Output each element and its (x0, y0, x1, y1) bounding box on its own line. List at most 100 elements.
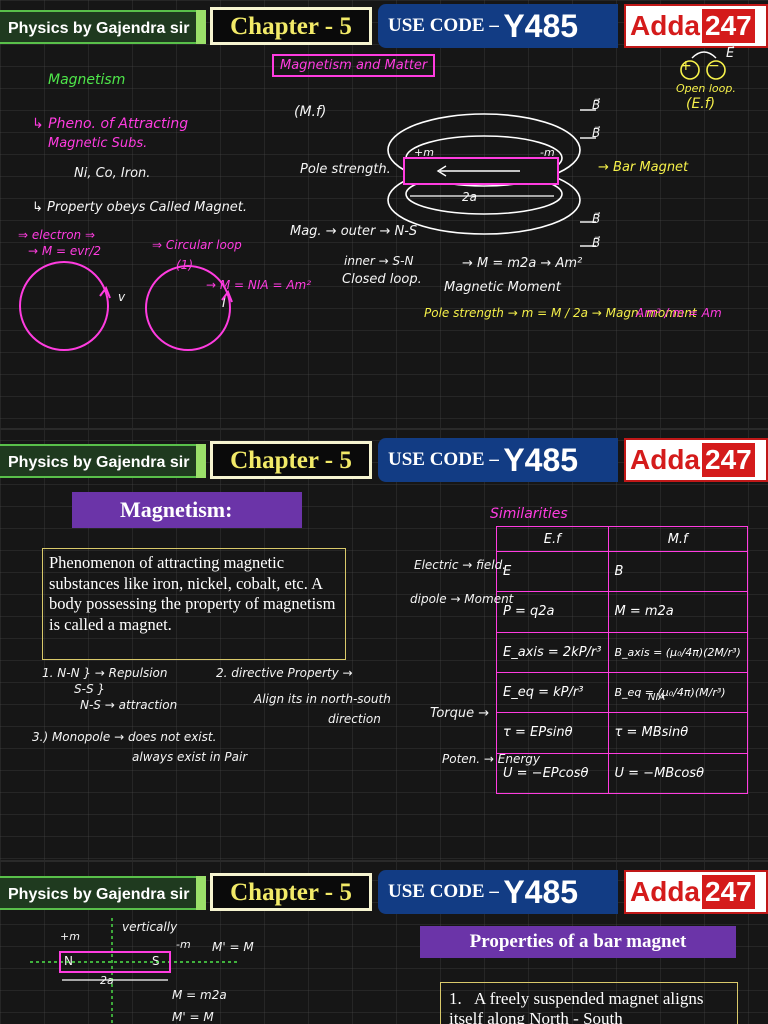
current-loop-circle (145, 265, 231, 351)
note-electron: ⇒ electron ⇒ (18, 228, 96, 242)
chapter-label: Chapter - 5 (210, 441, 372, 479)
internal-arrow-head-icon (436, 165, 447, 177)
promo-code-banner: USE CODE – Y485 (378, 870, 618, 914)
note-b-vector-2: B⃗ (592, 126, 601, 140)
table-cell: E_eq = kP/r³ (496, 671, 609, 714)
note-bar-magnet: → Bar Magnet (598, 160, 689, 175)
note-closed-loop: Closed loop. (342, 272, 422, 287)
table-cell: E_axis = 2kP/r³ (496, 631, 609, 673)
slide-header: Physics by Gajendra sir Chapter - 5 USE … (0, 866, 768, 916)
slide-magnetism-and-matter: Physics by Gajendra sir Chapter - 5 USE … (0, 0, 768, 420)
efield-arc (691, 51, 717, 59)
note-loop-number: (1) (176, 258, 193, 272)
note-item1-attraction: N-S → attraction (80, 698, 178, 712)
slide3-drawings (30, 918, 240, 1024)
note-item1-repulsion: 1. N-N } → Repulsion (42, 666, 168, 680)
note-plus-m: +m (414, 146, 434, 159)
brand-label: Physics by Gajendra sir (0, 876, 204, 910)
note-m-nia: → M = NIA = Am² (206, 278, 312, 292)
note-magnetic-subs: Magnetic Subs. (48, 136, 148, 151)
note-minus-m: -m (176, 938, 191, 951)
promo-code-banner: USE CODE – Y485 (378, 4, 618, 48)
definition-box: Phenomenon of attracting magnetic substa… (42, 548, 346, 660)
note-item2-align: Align its in north-south (254, 692, 391, 706)
promo-code-value: Y485 (503, 442, 579, 478)
note-length-2a: 2a (462, 190, 477, 204)
note-pole-strength-eq: Pole strength → m = M / 2a → Magn. momen… (424, 306, 697, 320)
note-open-loop: Open loop. (676, 82, 736, 95)
row-label-potential-energy: Poten. → Energy (442, 752, 540, 766)
note-item2-directive: 2. directive Property → (216, 666, 353, 680)
slide-magnetism-definition: Physics by Gajendra sir Chapter - 5 USE … (0, 434, 768, 834)
note-b-vector-3: B⃗ (592, 212, 601, 226)
row-label-electric-field: Electric → field. (414, 558, 507, 572)
slide1-drawings (19, 51, 726, 351)
note-m-prime: M' = M (212, 940, 254, 954)
note-inner: inner → S-N (344, 254, 414, 268)
table-header: M.f (607, 526, 748, 552)
note-velocity-label: v (118, 290, 126, 304)
note-b-vector-4: B⃗ (592, 236, 601, 250)
adda-logo-text: Adda (630, 10, 700, 41)
chapter-label: Chapter - 5 (210, 873, 372, 911)
promo-code-value: Y485 (503, 8, 579, 44)
chapter-label: Chapter - 5 (210, 7, 372, 45)
note-south-pole: S (152, 954, 160, 968)
table-header: E.f (496, 526, 609, 552)
note-e-vector: E⃗ (726, 46, 735, 61)
table-cell: B_eq = (μ₀/4π)(M/r³) (607, 671, 748, 714)
note-plus-m: +m (60, 930, 80, 943)
promo-code-banner: USE CODE – Y485 (378, 438, 618, 482)
table-cell: τ = EPsinθ (496, 712, 609, 754)
slide-divider-1 (0, 428, 768, 430)
note-m-prime-2: M' = M (172, 1010, 214, 1024)
electron-orbit-circle (19, 261, 109, 351)
note-mf: (M.f) (294, 104, 327, 120)
note-b-vector-1: B⃗ (592, 98, 601, 112)
note-plus: + (680, 58, 692, 74)
note-nia: NIA (648, 692, 666, 703)
slide-header: Physics by Gajendra sir Chapter - 5 USE … (0, 434, 768, 484)
table-cell: B (607, 550, 748, 593)
table-cell: U = −MBcosθ (607, 752, 748, 795)
note-unit-eq: Am² / m = Am (636, 306, 722, 320)
note-similarities: Similarities (490, 506, 568, 522)
adda-logo-number: 247 (702, 443, 755, 477)
note-m-eq: M = m2a (172, 988, 227, 1002)
brand-label: Physics by Gajendra sir (0, 10, 204, 44)
ef-mf-comparison-table: E.f M.f E B P = q2a M = m2a E_axis = 2kP… (496, 526, 748, 795)
note-circular-loop: ⇒ Circular loop (152, 238, 242, 252)
table-cell: E (496, 550, 609, 593)
table-cell: τ = MBsinθ (607, 712, 748, 754)
loop-arrow-icon (221, 289, 233, 303)
note-north-pole: N (64, 954, 73, 968)
bar-magnet-rect (59, 951, 171, 973)
row-label-dipole-moment: dipole → Moment (410, 592, 514, 606)
note-moment-eq: → M = m2a → Am² (462, 256, 583, 271)
note-minus: − (708, 58, 720, 74)
table-cell: M = m2a (607, 591, 748, 633)
slide-divider-2 (0, 860, 768, 862)
positive-charge-circle (680, 60, 700, 80)
brand-accent (196, 444, 206, 478)
promo-code-label: USE CODE – (388, 881, 499, 902)
note-current-label: I (222, 296, 226, 311)
slide-header: Physics by Gajendra sir Chapter - 5 USE … (0, 0, 768, 50)
promo-code-value: Y485 (503, 874, 579, 910)
negative-charge-circle (706, 60, 726, 80)
note-magnetism: Magnetism (48, 72, 126, 88)
table-cell: B_axis = (μ₀/4π)(2M/r³) (607, 631, 748, 673)
brand-accent (196, 10, 206, 44)
slide-properties-bar-magnet: Physics by Gajendra sir Chapter - 5 USE … (0, 866, 768, 1024)
brand-label: Physics by Gajendra sir (0, 444, 204, 478)
brand-accent (196, 876, 206, 910)
slide-title: Magnetism: (72, 492, 302, 528)
topic-title-box: Magnetism and Matter (272, 54, 436, 77)
field-line-outer-top (387, 113, 581, 187)
note-minus-m: -m (540, 146, 555, 159)
note-item2-direction: direction (328, 712, 381, 726)
note-magnetic-moment: Magnetic Moment (444, 280, 561, 295)
